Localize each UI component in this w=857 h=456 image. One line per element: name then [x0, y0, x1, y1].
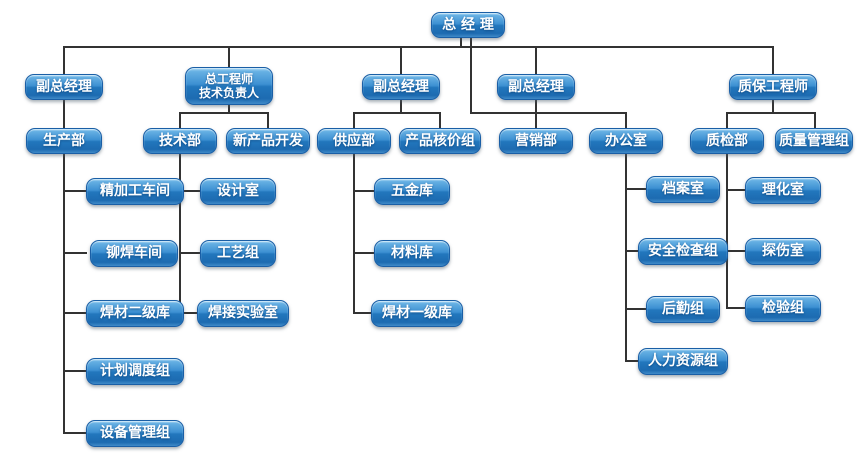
connector-line — [63, 154, 65, 434]
connector-line — [353, 114, 355, 128]
org-node-wujin: 五金库 — [374, 178, 450, 205]
connector-line — [353, 154, 355, 314]
connector-line — [353, 190, 377, 192]
org-node-hancai2: 焊材二级库 — [86, 300, 184, 327]
org-node-lihua: 理化室 — [745, 177, 821, 204]
connector-line — [353, 112, 441, 114]
org-node-houqin: 后勤组 — [646, 296, 720, 323]
org-node-qmg: 质量管理组 — [775, 128, 853, 154]
connector-line — [772, 100, 774, 114]
connector-line — [179, 312, 203, 314]
connector-line — [353, 312, 377, 314]
connector-line — [179, 154, 181, 314]
org-node-tanshang: 探伤室 — [745, 238, 821, 265]
connector-line — [63, 370, 87, 372]
connector-line — [625, 360, 649, 362]
org-node-chief: 总工程师 技术负责人 — [185, 67, 273, 105]
connector-line — [625, 250, 649, 252]
connector-line — [535, 100, 537, 128]
org-node-npd: 新产品开发 — [226, 128, 310, 154]
org-node-pricing: 产品核价组 — [399, 128, 481, 154]
connector-line — [470, 48, 472, 114]
connector-line — [400, 48, 402, 74]
org-node-gongyi: 工艺组 — [200, 240, 276, 267]
connector-line — [726, 112, 816, 114]
connector-line — [460, 38, 462, 48]
org-node-maohan: 铆焊车间 — [90, 240, 178, 267]
org-node-anquan: 安全检查组 — [638, 238, 728, 265]
connector-line — [63, 432, 87, 434]
org-node-shebei: 设备管理组 — [86, 420, 184, 447]
connector-line — [267, 114, 269, 128]
connector-line — [625, 154, 627, 362]
connector-line — [63, 190, 87, 192]
org-node-vgm1: 副总经理 — [25, 74, 103, 100]
connector-line — [179, 252, 203, 254]
org-node-gm: 总 经 理 — [431, 12, 505, 38]
org-node-sheji: 设计室 — [200, 178, 276, 205]
connector-line — [535, 48, 537, 74]
org-node-hanjie: 焊接实验室 — [197, 300, 289, 327]
connector-line — [726, 250, 748, 252]
connector-line — [63, 312, 87, 314]
org-node-office: 办公室 — [589, 128, 663, 154]
connector-line — [726, 307, 748, 309]
connector-line — [179, 190, 203, 192]
connector-line — [470, 38, 472, 48]
org-node-prod: 生产部 — [26, 128, 102, 154]
org-node-jingjiagong: 精加工车间 — [86, 178, 184, 205]
connector-line — [726, 154, 728, 309]
connector-line — [625, 114, 627, 128]
connector-line — [772, 48, 774, 74]
connector-line — [179, 112, 269, 114]
org-node-hancai1: 焊材一级库 — [371, 300, 463, 327]
org-node-supply: 供应部 — [317, 128, 391, 154]
org-node-dangan: 档案室 — [646, 176, 720, 203]
connector-line — [625, 308, 649, 310]
connector-line — [726, 114, 728, 128]
connector-line — [63, 46, 774, 48]
org-node-marketing: 营销部 — [499, 128, 573, 154]
org-node-qc: 质检部 — [690, 128, 764, 154]
org-node-qa: 质保工程师 — [729, 74, 817, 100]
org-node-renli: 人力资源组 — [638, 348, 728, 375]
connector-line — [400, 100, 402, 114]
connector-line — [228, 48, 230, 67]
connector-line — [439, 114, 441, 128]
connector-line — [228, 105, 230, 114]
connector-line — [470, 112, 627, 114]
connector-line — [63, 48, 65, 74]
org-node-tech: 技术部 — [143, 128, 217, 154]
connector-line — [353, 252, 377, 254]
org-node-cailiao: 材料库 — [374, 240, 450, 267]
org-node-vgm2: 副总经理 — [362, 74, 440, 100]
connector-line — [625, 188, 649, 190]
org-node-jianyan: 检验组 — [745, 295, 821, 322]
org-node-jihua: 计划调度组 — [86, 358, 184, 385]
connector-line — [63, 100, 65, 128]
connector-line — [179, 114, 181, 128]
connector-line — [63, 252, 87, 254]
connector-line — [814, 114, 816, 128]
org-node-vgm3: 副总经理 — [497, 74, 575, 100]
connector-line — [726, 189, 748, 191]
